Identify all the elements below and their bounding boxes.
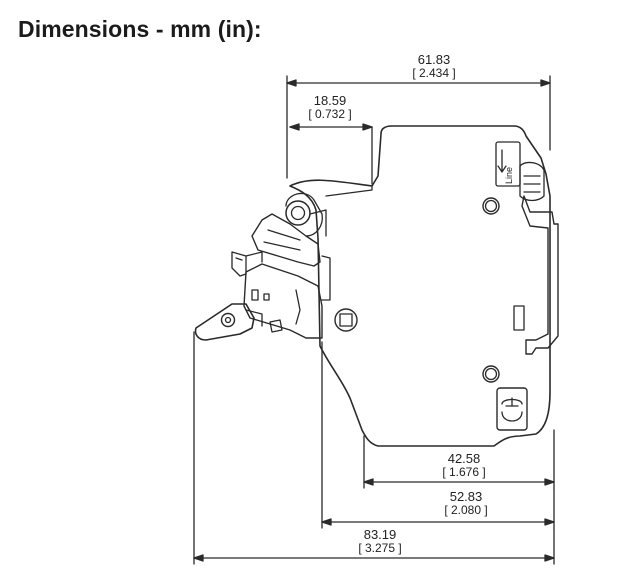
fuse-symbol-icon	[496, 387, 528, 431]
dimension-top-offset-mm: 18.59	[314, 93, 347, 108]
fuse-holder-outline	[289, 125, 559, 447]
dimension-top-offset: 18.59 [ 0.732 ]	[289, 93, 373, 185]
fuse-carrier-lever	[194, 192, 331, 341]
mounting-hole-top	[482, 197, 500, 215]
dimension-overall-height-in: [ 2.434 ]	[412, 66, 455, 80]
dimension-body-width: 42.58 [ 1.676 ]	[363, 429, 555, 489]
page-title: Dimensions - mm (in):	[18, 16, 262, 42]
mounting-hole-bottom	[482, 365, 500, 383]
dimension-overall-width-in: [ 3.275 ]	[358, 541, 401, 555]
dimension-top-offset-in: [ 0.732 ]	[308, 107, 351, 121]
line-label-text: Line	[504, 167, 514, 184]
dimension-body-width-mm: 42.58	[448, 451, 481, 466]
dimension-overall-height: 61.83 [ 2.434 ]	[286, 52, 551, 179]
dimension-overall-width-mm: 83.19	[364, 527, 397, 542]
dimension-depth-to-face-mm: 52.83	[450, 489, 483, 504]
screw-access-square	[334, 308, 358, 332]
dimension-overall-width: 83.19 [ 3.275 ]	[193, 331, 555, 565]
line-direction-label: Line	[495, 141, 521, 187]
dimension-depth-to-face: 52.83 [ 2.080 ]	[321, 341, 555, 529]
dimension-overall-height-mm: 61.83	[418, 52, 451, 67]
dimension-depth-to-face-in: [ 2.080 ]	[444, 503, 487, 517]
dimension-body-width-in: [ 1.676 ]	[442, 465, 485, 479]
